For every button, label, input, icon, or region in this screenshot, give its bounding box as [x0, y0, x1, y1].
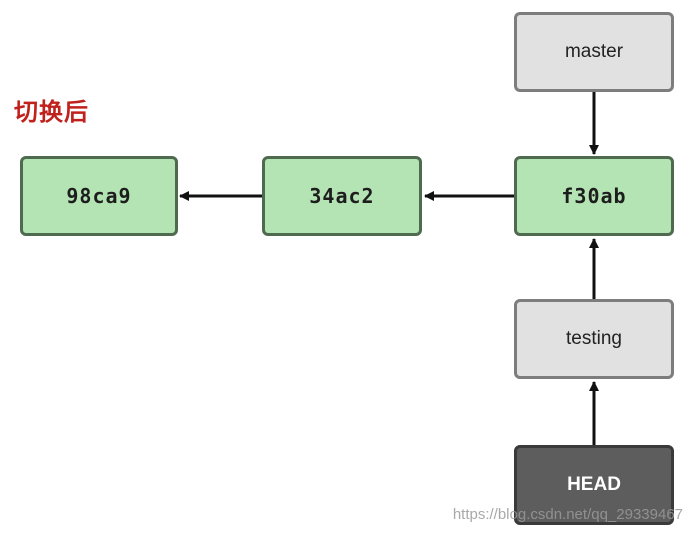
head-pointer: HEAD [514, 445, 674, 525]
commit-98ca9: 98ca9 [20, 156, 178, 236]
head-label: HEAD [567, 474, 621, 495]
commit-34ac2: 34ac2 [262, 156, 422, 236]
branch-label: testing [566, 328, 622, 349]
watermark: https://blog.csdn.net/qq_29339467 [452, 506, 683, 523]
commit-hash: 34ac2 [309, 184, 375, 208]
branch-testing: testing [514, 299, 674, 379]
caption-title: 切换后 [14, 98, 89, 126]
commit-hash: 98ca9 [66, 184, 132, 208]
commit-hash: f30ab [561, 184, 627, 208]
branch-label: master [564, 41, 624, 62]
branch-master: master [514, 12, 674, 92]
commit-f30ab: f30ab [514, 156, 674, 236]
